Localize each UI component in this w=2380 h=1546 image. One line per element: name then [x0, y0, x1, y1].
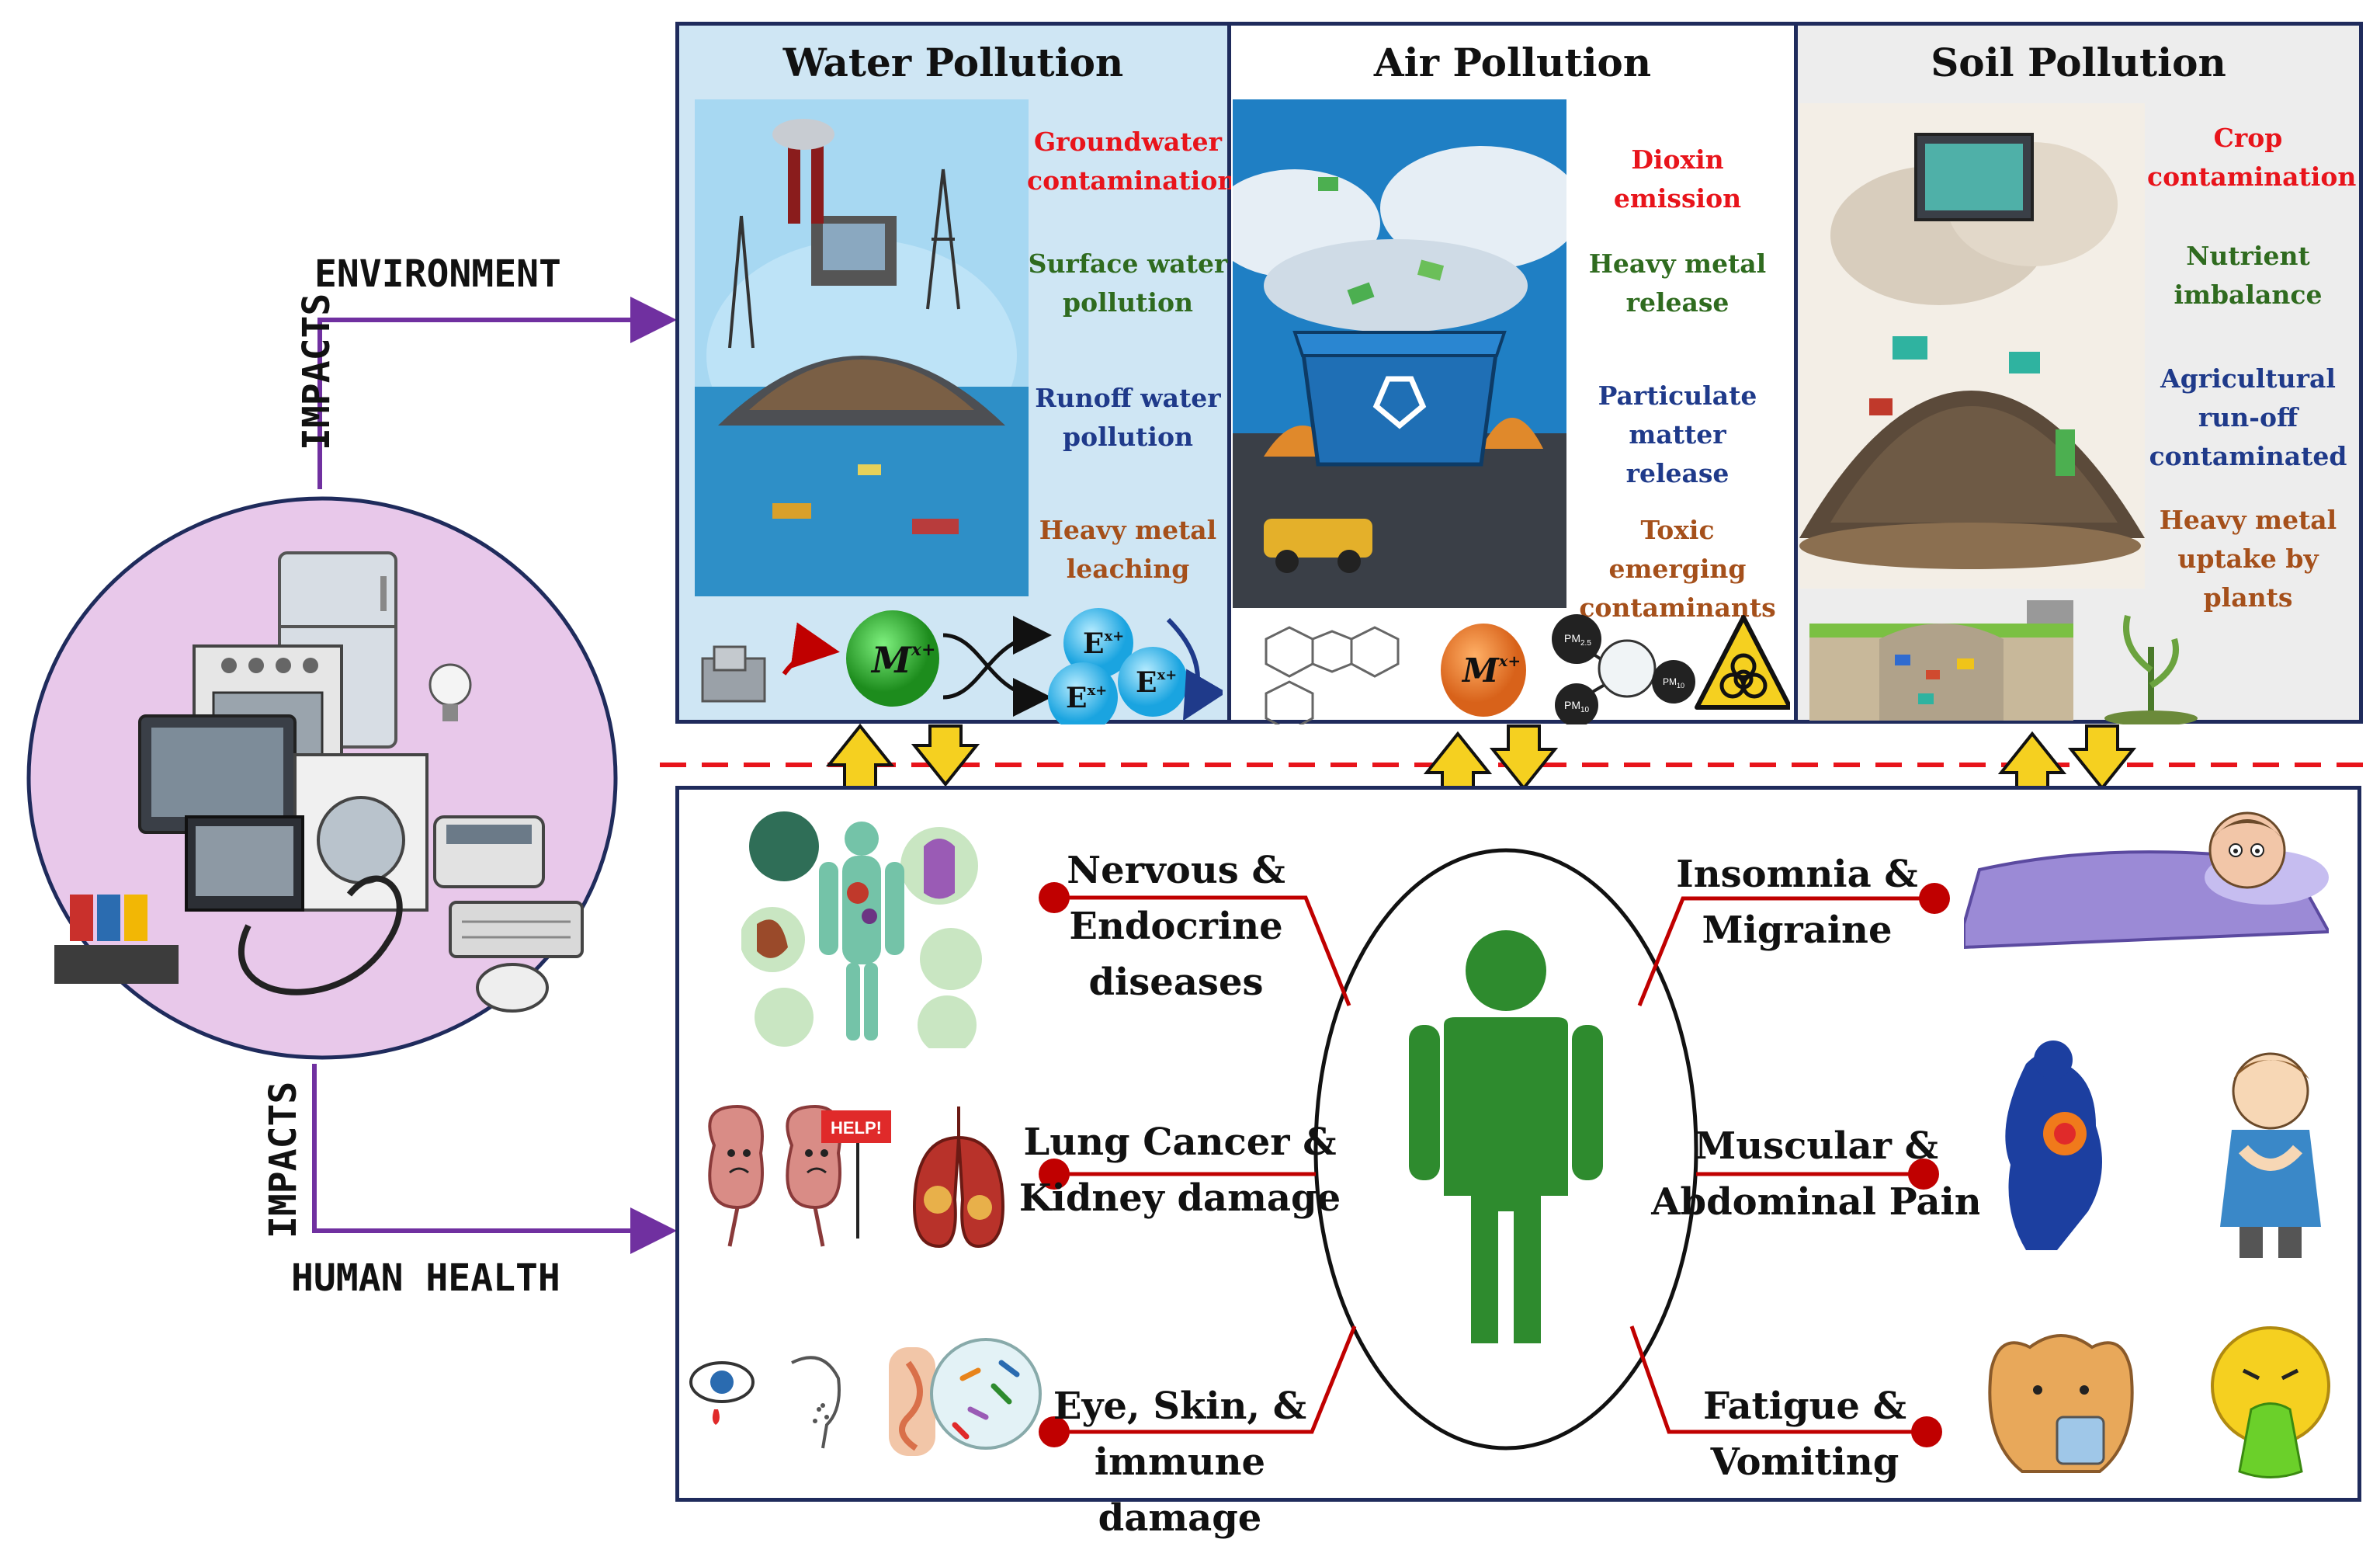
metal-ion-sphere — [846, 610, 939, 707]
health-label-muscular: Muscular & Abdominal Pain — [1651, 1124, 1982, 1224]
water-pollution-panel: Water Pollution Groundwater contaminatio… — [675, 22, 1237, 724]
metal-ion-sphere — [1441, 624, 1526, 717]
health-label-insomnia: Insomnia & Migraine — [1676, 853, 1918, 952]
water-impact-3: Runoff water pollution — [1035, 383, 1221, 452]
water-dump-illustration — [695, 99, 1029, 596]
cable-icon — [238, 875, 403, 995]
insomnia-bed-icon — [1964, 811, 2329, 950]
soil-dump-illustration — [1799, 103, 2145, 589]
svg-text:PM2.5: PM2.5 — [1564, 632, 1591, 648]
health-label-fatigue: Fatigue & Vomiting — [1702, 1384, 1906, 1484]
water-e-ion-2: Ex+ — [1066, 682, 1107, 714]
soil-icons-row — [1809, 600, 2198, 724]
help-sign: HELP! — [831, 1118, 882, 1138]
element-ion-sphere-2 — [1048, 662, 1118, 724]
tv-icon — [138, 714, 297, 834]
soil-impact-3: Agricultural run-off contaminated — [2149, 363, 2347, 471]
health-label-eye-skin: Eye, Skin, & immune damage — [1053, 1384, 1307, 1540]
batteries-icon — [54, 895, 179, 984]
air-m-ion: Mx+ — [1461, 651, 1521, 690]
water-impact-4: Heavy metal leaching — [1039, 515, 1217, 584]
water-impact-1: Groundwater contamination — [1027, 127, 1237, 196]
lightbulb-icon — [428, 663, 472, 721]
air-pollution-panel: Air Pollution Dioxin emission Heavy meta… — [1231, 22, 1798, 724]
particulate-matter-icon: PM2.5 PM10 PM10 — [1552, 614, 1695, 724]
air-impact-2: Heavy metal release — [1588, 248, 1767, 318]
keyboard-icon — [449, 901, 584, 958]
air-impact-1: Dioxin emission — [1613, 144, 1742, 214]
human-health-label: HUMAN HEALTH — [291, 1256, 560, 1300]
water-m-ion: Mx+ — [870, 639, 935, 681]
fatigue-vomiting-icon — [1988, 1326, 2330, 1478]
eye-skin-gut-icon — [689, 1338, 1042, 1456]
element-ion-sphere-1 — [1063, 608, 1133, 678]
svg-text:PM10: PM10 — [1564, 699, 1590, 714]
water-e-ion-3: Ex+ — [1136, 666, 1177, 699]
wilted-plant-icon — [2104, 615, 2198, 724]
panel-title: Soil Pollution — [1931, 40, 2226, 85]
health-label-lung-kidney: Lung Cancer & Kidney damage — [1018, 1120, 1341, 1220]
environment-arrow — [317, 297, 677, 489]
kidney-lung-icon: HELP! — [708, 1104, 1004, 1249]
soil-pollution-panel: Soil Pollution Crop contamination Nutrie… — [1798, 22, 2363, 724]
water-ion-diagram: Mx+ Ex+ Ex+ Ex+ — [701, 608, 1223, 724]
telephone-icon — [433, 815, 545, 888]
health-arrow — [312, 1064, 677, 1254]
mouse-icon — [476, 963, 549, 1013]
impacts-label-top: IMPACTS — [295, 293, 338, 450]
air-impact-3: Particulate matter release — [1598, 380, 1757, 488]
air-dump-illustration — [1233, 99, 1566, 608]
organs-icon — [741, 811, 982, 1048]
panel-title: Air Pollution — [1373, 40, 1652, 85]
water-e-ion-1: Ex+ — [1083, 627, 1124, 660]
soil-impact-4: Heavy metal uptake by plants — [2159, 505, 2337, 613]
svg-text:PM10: PM10 — [1663, 676, 1684, 690]
monitor-icon — [185, 815, 304, 912]
soil-impact-1: Crop contamination — [2147, 123, 2357, 192]
landfill-soil-icon — [1809, 600, 2073, 721]
environment-label: ENVIRONMENT — [314, 252, 561, 296]
element-ion-sphere-3 — [1118, 647, 1188, 717]
impacts-label-bottom: IMPACTS — [262, 1081, 305, 1239]
soil-impact-2: Nutrient imbalance — [2174, 241, 2323, 310]
dioxin-structure-icon — [1265, 626, 1400, 724]
muscular-abdominal-pain-icon — [1979, 1033, 2321, 1266]
health-label-nervous: Nervous & Endocrine diseases — [1067, 849, 1285, 1004]
panel-title: Water Pollution — [782, 40, 1124, 85]
e-waste-circle — [26, 496, 618, 1060]
e-waste-pile-icon — [701, 645, 766, 703]
air-icons-row: Mx+ PM2.5 PM10 PM10 — [1265, 614, 1790, 724]
biohazard-icon — [1695, 615, 1790, 710]
water-impact-2: Surface water pollution — [1028, 248, 1228, 318]
